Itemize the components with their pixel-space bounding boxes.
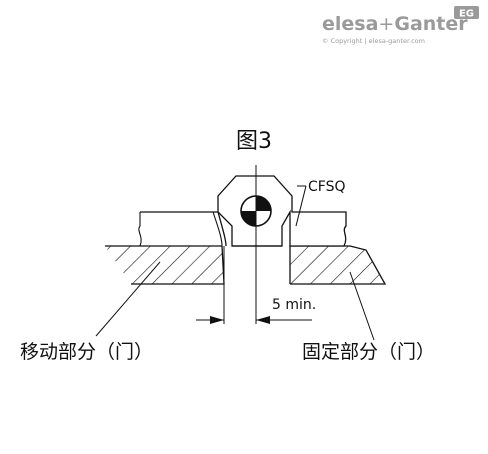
brand-name-part1: elesa [322,13,378,35]
fixed-frame [105,245,387,285]
figure-title: 图3 [236,129,272,154]
svg-text:elesa+Ganter: elesa+Ganter [322,13,468,35]
dimension [196,316,312,324]
moving-part [138,211,227,247]
brand-logo: elesa+Ganter EG © Copyright | elesa-gant… [322,6,479,45]
brand-plus: + [378,13,394,35]
center-lines [223,165,257,324]
fixed-part-label: 固定部分（门） [302,341,435,363]
copyright-text: © Copyright | elesa-ganter.com [322,37,425,45]
moving-part-label: 移动部分（门） [20,341,153,363]
brand-badge-box [454,6,479,19]
dimension-label: 5 min. [272,297,316,313]
brand-name-part2: Ganter [394,13,468,35]
brand-badge: EG [459,9,474,20]
leader-lines [95,185,375,341]
cfsq-hinge [217,175,347,247]
part-label-cfsq: CFSQ [308,179,346,195]
